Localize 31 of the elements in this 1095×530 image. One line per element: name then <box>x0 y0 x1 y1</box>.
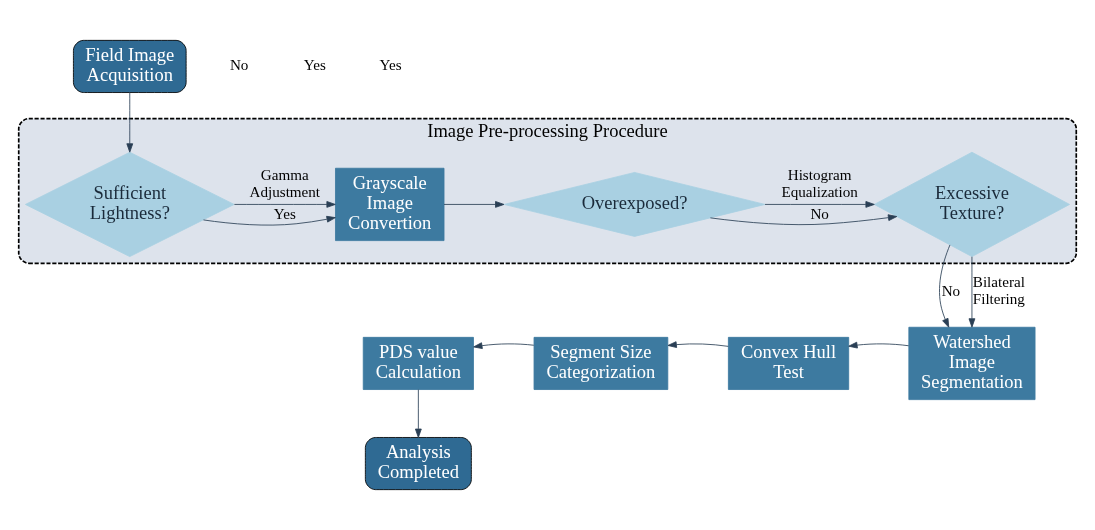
label: Yes <box>303 57 326 74</box>
arrow <box>203 215 336 226</box>
node-box: Field Image Acquisition <box>73 39 187 93</box>
arrow <box>415 389 422 438</box>
node-diamond: Sufficient Lightness? <box>25 151 235 257</box>
arrow <box>234 201 336 208</box>
node-diamond: Excessive Texture? <box>873 151 1070 257</box>
arrow <box>667 341 729 348</box>
arrow <box>968 256 976 328</box>
label: Yes <box>379 57 402 74</box>
edge-label: Gamma Adjustment <box>249 167 321 201</box>
node-box: Segment Size Categorization <box>533 336 669 390</box>
arrow <box>126 92 134 153</box>
edge-label: Histogram Equalization <box>781 167 858 201</box>
label: No <box>229 57 249 74</box>
node-box: PDS value Calculation <box>362 336 474 390</box>
edge-label: No <box>810 206 829 223</box>
edge-label: Bilateral Filtering <box>972 274 1025 308</box>
arrow <box>710 214 898 226</box>
arrow <box>764 201 875 208</box>
node-diamond: Overexposed? <box>503 172 766 237</box>
node-box: Grayscale Image Convertion <box>335 167 445 241</box>
node-box: Analysis Completed <box>364 437 472 491</box>
arrow <box>848 341 910 349</box>
node-box: Watershed Image Segmentation <box>908 326 1036 401</box>
arrow <box>443 201 505 208</box>
arrow <box>939 244 951 328</box>
edge-label: Yes <box>273 206 296 223</box>
node-box: Convex Hull Test <box>727 336 850 390</box>
edge-label: No <box>941 282 961 299</box>
arrow <box>473 342 535 349</box>
